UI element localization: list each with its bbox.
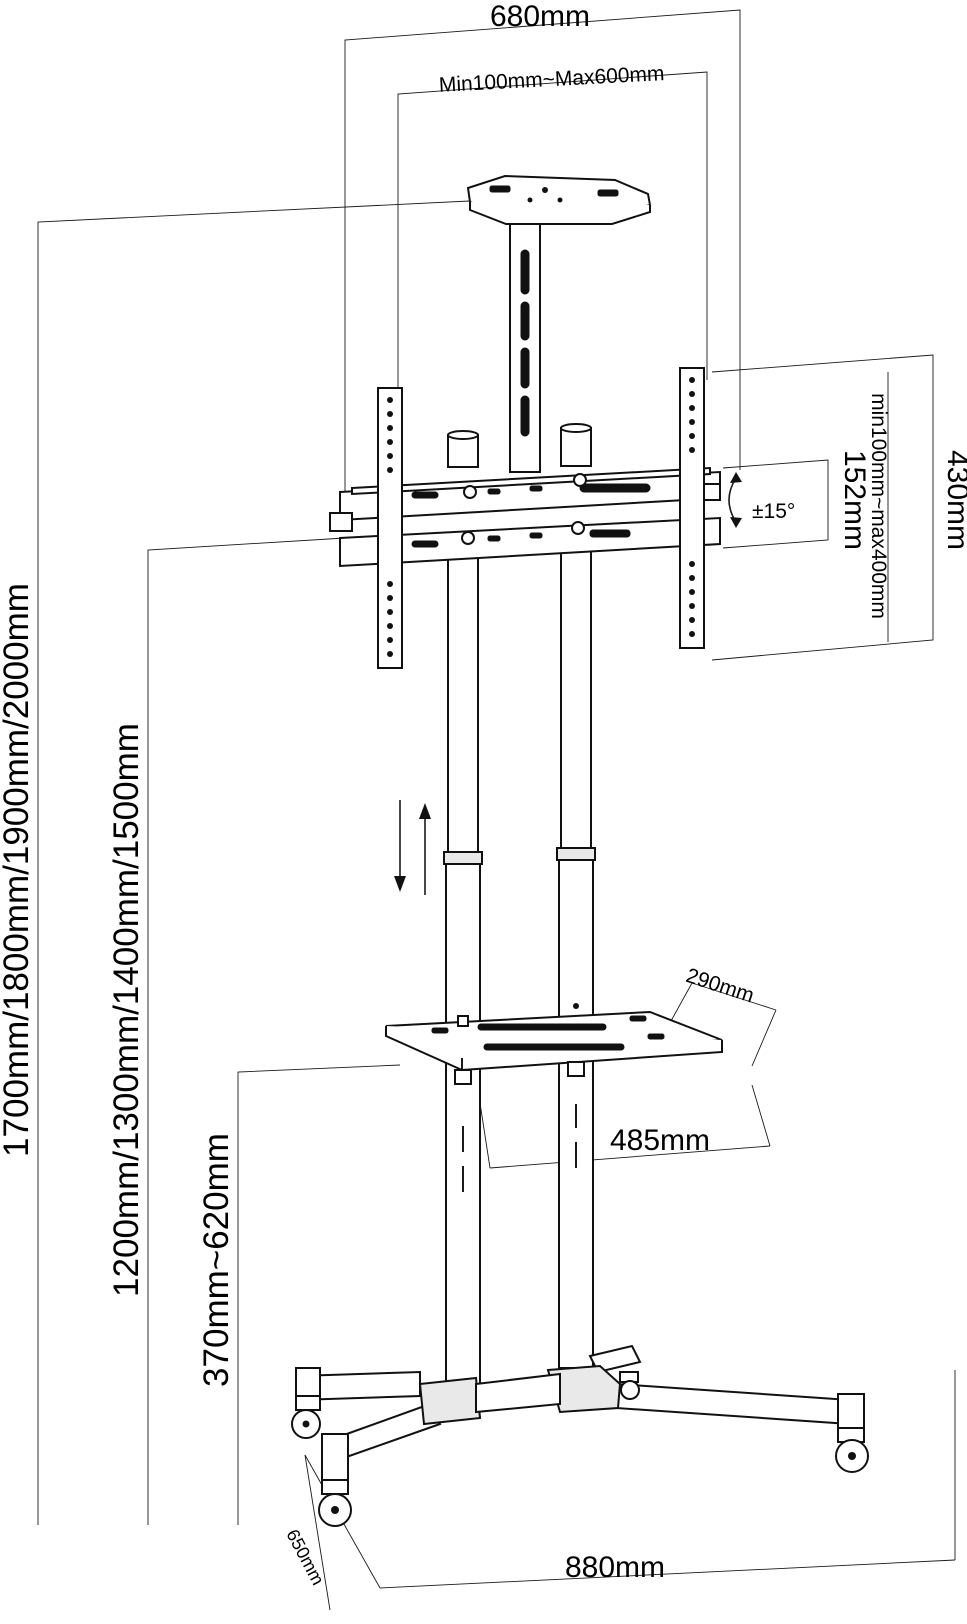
dimension-lines bbox=[37, 9, 956, 1611]
tv-bracket bbox=[329, 367, 721, 669]
caster-back-left bbox=[291, 1395, 321, 1439]
caster-right bbox=[835, 1427, 869, 1473]
caster-front-left bbox=[318, 1479, 352, 1527]
height-adjust-arrows-icon bbox=[394, 800, 431, 895]
label-shelf-height: 370mm~620mm bbox=[197, 1133, 236, 1387]
dimension-labels: 680mm Min100mm~Max600mm 430mm min100mm~m… bbox=[0, 0, 967, 1588]
poles bbox=[443, 423, 596, 1385]
label-tilt-offset: 152mm bbox=[838, 450, 871, 550]
label-shelf-depth: 290mm bbox=[683, 964, 757, 1008]
label-shelf-width: 485mm bbox=[610, 1124, 710, 1157]
shelf bbox=[385, 1003, 723, 1085]
tilt-arc-icon bbox=[728, 472, 742, 528]
label-vesa-height: min100mm~max400mm bbox=[867, 393, 890, 619]
caster-wheel-icon bbox=[291, 1371, 869, 1527]
label-mount-height: 1200mm/1300mm/1400mm/1500mm bbox=[107, 723, 146, 1297]
base bbox=[295, 1344, 865, 1481]
caster-rear bbox=[619, 1371, 640, 1400]
camera-tray bbox=[466, 174, 652, 473]
label-top-width: 680mm bbox=[490, 0, 590, 33]
label-total-height: 1700mm/1800mm/1900mm/2000mm bbox=[0, 583, 36, 1157]
label-vesa-width: Min100mm~Max600mm bbox=[438, 62, 665, 97]
label-base-width: 880mm bbox=[565, 1551, 665, 1584]
label-bracket-height: 430mm bbox=[941, 450, 967, 550]
label-tilt-angle: ±15° bbox=[752, 500, 795, 523]
